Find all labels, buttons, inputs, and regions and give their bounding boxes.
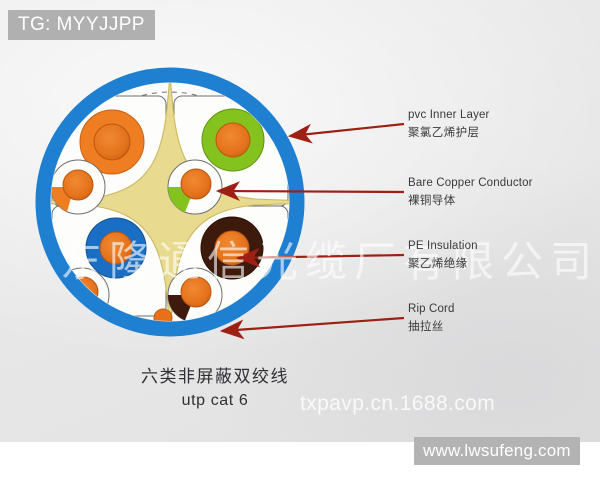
- watermark-site-badge: www.lwsufeng.com: [414, 437, 580, 465]
- white-brown-copper-core: [180, 276, 212, 308]
- callout-rip-cord-cn: 抽拉丝: [408, 318, 444, 333]
- blue-copper-core: [99, 231, 133, 265]
- caption-chinese: 六类非屏蔽双绞线: [141, 367, 289, 387]
- core-contents: [51, 83, 289, 321]
- white-orange-copper-core: [62, 169, 94, 201]
- cable-cross-section-diagram: [20, 52, 320, 352]
- callout-bare-copper-conductor-cn: 裸铜导体: [408, 192, 456, 207]
- callout-bare-copper-conductor-en: Bare Copper Conductor: [408, 177, 533, 189]
- pair-orange: [51, 109, 145, 215]
- pair-green: [167, 108, 265, 215]
- callout-rip-cord: Rip Cord 抽拉丝: [408, 302, 455, 334]
- caption-english: utp cat 6: [181, 392, 249, 410]
- callout-pe-insulation: PE Insulation 聚乙烯绝缘: [408, 239, 478, 271]
- orange-copper-core: [93, 123, 131, 161]
- white-green-copper-core: [180, 168, 212, 200]
- callout-pe-insulation-en: PE Insulation: [408, 240, 478, 252]
- callout-pvc-inner-layer-en: pvc Inner Layer: [408, 109, 490, 121]
- callout-rip-cord-en: Rip Cord: [408, 303, 455, 315]
- brown-copper-core: [214, 230, 250, 266]
- callout-pvc-inner-layer: pvc Inner Layer 聚氯乙烯护层: [408, 108, 490, 140]
- diagram-caption: 六类非屏蔽双绞线 utp cat 6: [100, 366, 330, 410]
- callout-bare-copper-conductor: Bare Copper Conductor 裸铜导体: [408, 176, 533, 208]
- callout-pe-insulation-cn: 聚乙烯绝缘: [408, 255, 468, 270]
- rip-cord-dot: [153, 308, 173, 321]
- green-copper-core: [215, 122, 251, 158]
- telegram-handle-text: TG: MYYJJPP: [18, 14, 145, 35]
- callout-pvc-inner-layer-cn: 聚氯乙烯护层: [408, 124, 480, 139]
- telegram-handle-banner: TG: MYYJJPP: [8, 10, 155, 40]
- cable-svg: [35, 67, 305, 337]
- pvc-jacket-ring: [35, 67, 305, 337]
